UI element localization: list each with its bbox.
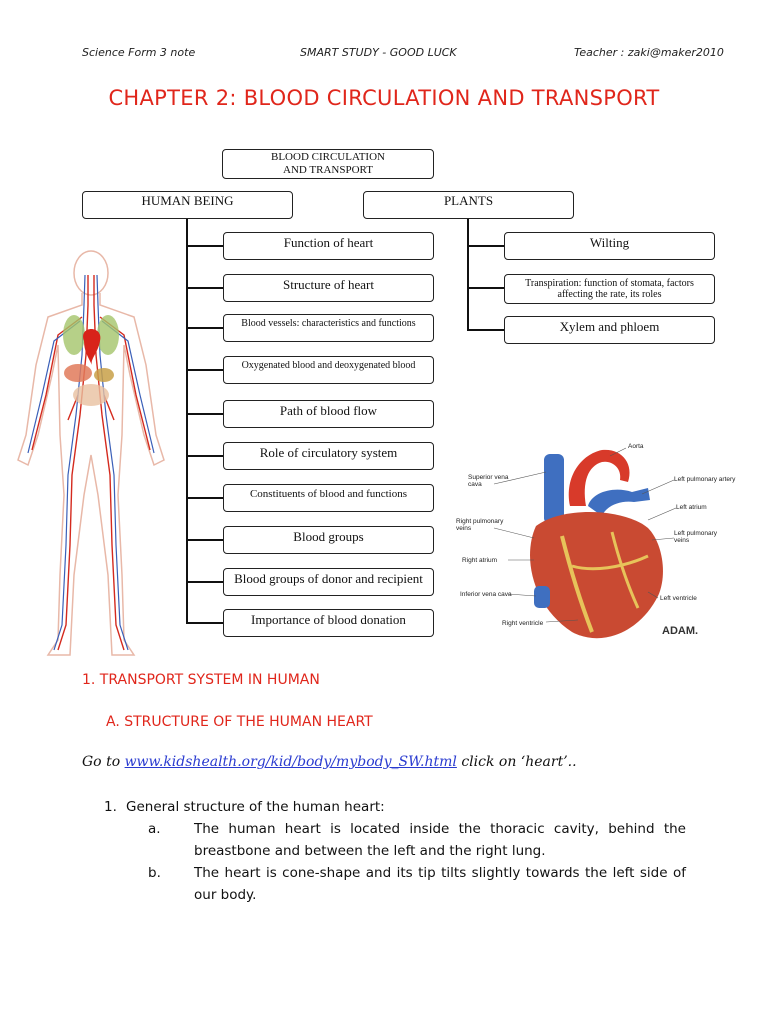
label-left-pulmonary-veins: Left pulmonary veins <box>674 530 720 544</box>
plant-connector <box>467 287 504 289</box>
concept-human-item: Oxygenated blood and deoxygenated blood <box>223 356 434 384</box>
concept-plant-item: Wilting <box>504 232 715 260</box>
concept-root-line2: AND TRANSPORT <box>283 164 373 177</box>
plant-branch-trunk <box>467 219 469 330</box>
label-aorta: Aorta <box>628 443 644 450</box>
label-right-ventricle: Right ventricle <box>502 620 543 627</box>
label-left-ventricle: Left ventricle <box>660 595 697 602</box>
concept-human-being: HUMAN BEING <box>82 191 293 219</box>
human-connector <box>186 539 223 541</box>
concept-human-item: Importance of blood donation <box>223 609 434 637</box>
concept-plant-item: Xylem and phloem <box>504 316 715 344</box>
label-right-atrium: Right atrium <box>462 557 497 564</box>
human-connector <box>186 455 223 457</box>
section-a-heading: A. STRUCTURE OF THE HUMAN HEART <box>106 714 373 730</box>
label-right-pulmonary-veins: Right pulmonary veins <box>456 518 510 532</box>
concept-human-item: Constituents of blood and functions <box>223 484 434 512</box>
human-connector <box>186 245 223 247</box>
inferior-vena-cava-shape <box>534 586 550 608</box>
concept-plant-item: Transpiration: function of stomata, fact… <box>504 274 715 304</box>
label-inferior-vena-cava: Inferior vena cava <box>460 591 512 598</box>
page-title: CHAPTER 2: BLOOD CIRCULATION AND TRANSPO… <box>0 86 768 110</box>
concept-root-line1: BLOOD CIRCULATION <box>271 151 385 164</box>
human-circulatory-figure <box>8 245 174 665</box>
human-connector <box>186 287 223 289</box>
goto-line: Go to www.kidshealth.org/kid/body/mybody… <box>82 754 577 770</box>
adam-logo: ADAM. <box>662 625 698 637</box>
item-b-text: The heart is cone-shape and its tip tilt… <box>194 862 686 906</box>
human-connector <box>186 581 223 583</box>
item-a-label: a. <box>148 818 161 840</box>
kidshealth-link[interactable]: www.kidshealth.org/kid/body/mybody_SW.ht… <box>125 754 457 770</box>
organs <box>63 315 119 406</box>
header-left: Science Form 3 note <box>82 46 195 59</box>
concept-human-item: Blood vessels: characteristics and funct… <box>223 314 434 342</box>
heart-body-shape <box>530 512 663 638</box>
concept-plants: PLANTS <box>363 191 574 219</box>
item-b-label: b. <box>148 862 161 884</box>
pulmonary-artery-shape <box>588 488 650 516</box>
label-superior-vena-cava: Superior vena cava <box>468 474 518 488</box>
human-connector <box>186 413 223 415</box>
label-left-atrium: Left atrium <box>676 504 707 511</box>
concept-human-item: Function of heart <box>223 232 434 260</box>
item-a-text: The human heart is located inside the th… <box>194 818 686 862</box>
human-branch-trunk <box>186 219 188 622</box>
header-center: SMART STUDY - GOOD LUCK <box>300 46 457 59</box>
concept-human-item: Path of blood flow <box>223 400 434 428</box>
point-1-text: General structure of the human heart: <box>126 796 385 818</box>
point-1-number: 1. <box>104 796 117 818</box>
plant-connector <box>467 245 504 247</box>
human-connector <box>186 327 223 329</box>
plant-connector <box>467 329 504 331</box>
concept-human-item: Role of circulatory system <box>223 442 434 470</box>
superior-vena-cava-shape <box>544 454 564 524</box>
concept-human-item: Structure of heart <box>223 274 434 302</box>
human-connector <box>186 622 223 624</box>
concept-human-item: Blood groups of donor and recipient <box>223 568 434 596</box>
concept-human-item: Blood groups <box>223 526 434 554</box>
label-left-pulmonary-artery: Left pulmonary artery <box>674 476 735 483</box>
human-connector <box>186 369 223 371</box>
goto-prefix: Go to <box>82 754 125 770</box>
human-connector <box>186 497 223 499</box>
concept-root: BLOOD CIRCULATION AND TRANSPORT <box>222 149 434 179</box>
goto-suffix: click on ‘heart’.. <box>457 754 577 770</box>
section-1-heading: 1. TRANSPORT SYSTEM IN HUMAN <box>82 672 320 688</box>
body-outline <box>18 251 164 655</box>
header-right: Teacher : zaki@maker2010 <box>574 46 724 59</box>
